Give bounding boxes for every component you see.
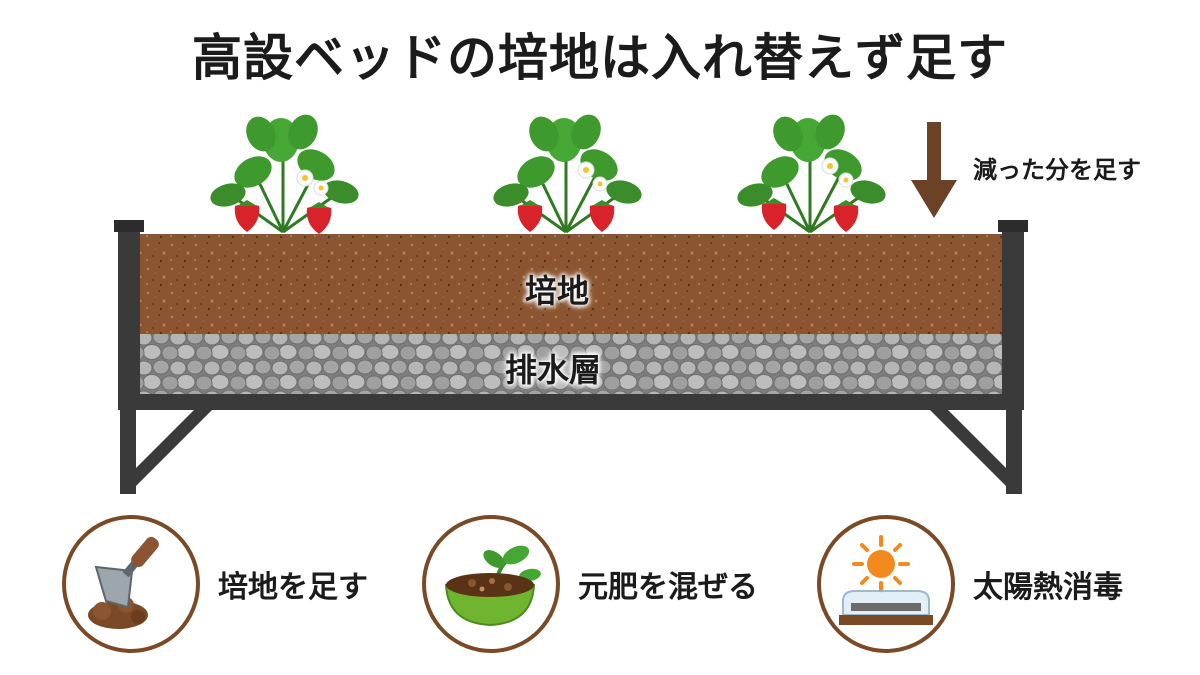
action-solar-sterilization: 太陽熱消毒: [817, 515, 1123, 653]
action-mix-fertilizer: 元肥を混ぜる: [422, 515, 758, 653]
action-label: 太陽熱消毒: [973, 570, 1123, 605]
flower-icon: [821, 157, 854, 188]
strawberry-icon: [761, 198, 859, 232]
strawberry-plant-2: [493, 114, 642, 234]
trowel-soil-icon: [88, 536, 159, 629]
fertilizer-bowl-icon: [444, 545, 541, 627]
flower-icon: [296, 169, 329, 196]
action-icon-circle: [817, 515, 955, 653]
drainage-layer: [138, 334, 1004, 394]
sun-cover-icon: [839, 535, 933, 625]
action-label: 培地を足す: [218, 570, 368, 605]
drainage-layer-label: 排水層: [505, 351, 602, 389]
flower-icon: [577, 161, 608, 192]
strawberry-icon: [234, 200, 332, 234]
action-label: 元肥を混ぜる: [578, 570, 758, 605]
action-icon-circle: [62, 515, 200, 653]
strawberry-icon: [517, 200, 615, 232]
soil-layer: [138, 234, 1004, 334]
bed-legs: [120, 408, 1022, 494]
raised-bed-diagram: [114, 114, 1028, 494]
action-add-soil: 培地を足す: [62, 515, 368, 653]
plant-leaves: [737, 114, 886, 234]
bed-frame: [114, 220, 1028, 410]
plant-leaves: [210, 114, 359, 234]
plant-leaves: [493, 114, 642, 234]
soil-layer-label: 培地: [525, 272, 590, 310]
top-up-note: 減った分を足す: [973, 156, 1141, 184]
down-arrow-icon: [911, 122, 957, 218]
page-title: 高設ベッドの培地は入れ替えず足す: [192, 29, 1008, 87]
strawberry-plant-3: [737, 114, 886, 234]
action-icon-circle: [422, 515, 560, 653]
strawberry-plant-1: [210, 114, 359, 234]
